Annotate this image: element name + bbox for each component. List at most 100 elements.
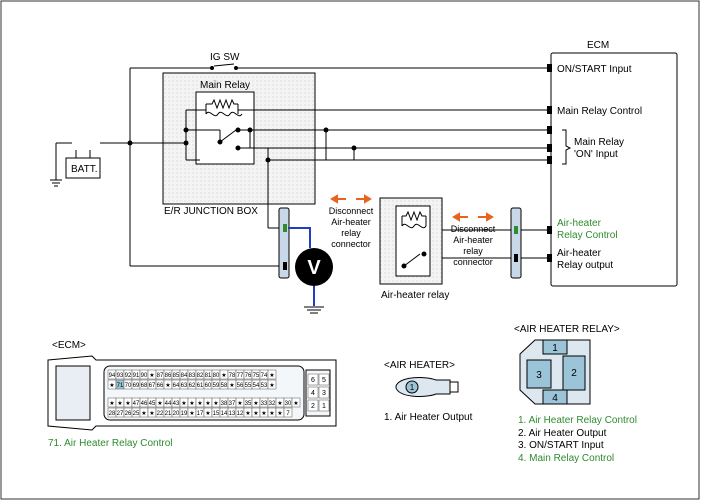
ecm-ah-relay-output-line2: Relay output (557, 260, 613, 271)
air-heater-pin: 1 (410, 383, 415, 392)
ecm-pin-label: 62 (189, 383, 196, 389)
ecm-pin-label: 53 (261, 383, 268, 389)
ecm-pin-cell (283, 407, 293, 418)
ecm-pin-label: 78 (229, 373, 236, 379)
disconnect-right-line4: connector (453, 257, 493, 267)
ecm-pin-label: 55 (245, 383, 252, 389)
ecm-block (550, 52, 678, 287)
ahr-pin-3: 3 (536, 370, 542, 381)
ecm-pin-label: 47 (133, 401, 140, 407)
ecm-pin-label: 27 (117, 411, 124, 417)
ecm-pin-label: 26 (125, 411, 132, 417)
ecm-side-pin-cell (307, 386, 319, 399)
main-relay-on-bracket (562, 129, 572, 165)
battery: BATT. (65, 150, 101, 179)
ecm-pin-label: 15 (213, 411, 220, 417)
air-heater-caption: 1. Air Heater Output (384, 412, 473, 423)
ecm-pin-label: ★ (213, 400, 218, 407)
ecm-pin-label: ★ (261, 410, 266, 417)
ecm-pin-label: 58 (221, 383, 228, 389)
disconnect-left-line1: Disconnect (329, 206, 374, 216)
ecm-ah-relay-output-line1: Air-heater (557, 248, 602, 259)
ecm-pin-label: 33 (261, 401, 268, 407)
right-relay-connector (510, 207, 522, 279)
right-connector-pin-2 (514, 254, 518, 262)
ecm-pin-cell (267, 379, 277, 390)
ecm-pin-label: 38 (221, 401, 228, 407)
ecm-side-pin-label: 2 (311, 403, 315, 410)
disconnect-left-line2: Air-heater (331, 217, 371, 227)
ecm-pin-label: 54 (253, 383, 260, 389)
ecm-pin-label: 77 (237, 373, 244, 379)
ecm-pin-label: 32 (269, 401, 276, 407)
ecm-side-pin-label: 3 (322, 390, 326, 397)
ecm-connector (47, 355, 337, 431)
ecm-pin-label: 43 (173, 401, 180, 407)
disconnect-right-line1: Disconnect (451, 224, 496, 234)
ecm-connector-title: <ECM> (52, 340, 86, 351)
air-heater-connector: 1 (395, 377, 459, 397)
ecm-side-pin-label: 1 (322, 403, 326, 410)
ig-switch: IG SW (210, 52, 240, 70)
disconnect-arrows-right (452, 212, 494, 222)
ecm-pin-label: 68 (141, 383, 148, 389)
ecm-title: ECM (587, 40, 609, 51)
ahr-pin-2: 2 (571, 368, 577, 379)
main-relay-label: Main Relay (200, 80, 250, 91)
ecm-pin-label: 19 (181, 411, 188, 417)
ecm-pin-label: ★ (253, 410, 258, 417)
voltmeter-symbol: V (307, 257, 321, 279)
ecm-pin-label: 59 (213, 383, 220, 389)
ecm-pin-label: 93 (117, 373, 124, 379)
ecm-pin-cell (267, 369, 277, 380)
disconnect-left-line3: relay (341, 228, 361, 238)
ecm-pin-label: 71 (117, 383, 124, 389)
ecm-pin-label: ★ (269, 410, 274, 417)
ecm-pin-label: 20 (173, 411, 180, 417)
ecm-side-pin-label: 6 (311, 377, 315, 384)
ecm-pin-label: ★ (125, 400, 130, 407)
ecm-pin-label: 7 (286, 411, 290, 417)
ecm-pin-label: ★ (277, 410, 282, 417)
air-heater-relay-label: Air-heater relay (381, 290, 449, 301)
ecm-pin-label: ★ (149, 372, 154, 379)
ecm-pin-label: 60 (205, 383, 212, 389)
ecm-pin-label: 25 (133, 411, 140, 417)
right-connector-pin-1 (514, 226, 518, 234)
ecm-side-pin-cell (318, 399, 330, 412)
air-heater-relay-switch (401, 251, 427, 269)
ecm-pin-label: 94 (109, 373, 116, 379)
ahr-legend-1: 1. Air Heater Relay Control (518, 415, 637, 426)
ecm-side-pin-cell (307, 399, 319, 412)
ecm-pin-label: 61 (197, 383, 204, 389)
ecm-pin-label: ★ (165, 382, 170, 389)
ecm-pin-label: 83 (189, 373, 196, 379)
ecm-pin-label: 30 (285, 401, 292, 407)
ecm-pin-label: 66 (157, 383, 164, 389)
ecm-pin-label: 75 (253, 373, 260, 379)
ecm-pin-label: 86 (165, 373, 172, 379)
ecm-pin-label: 44 (165, 401, 172, 407)
ecm-pin-label: 91 (133, 373, 140, 379)
ecm-pin-label: 63 (181, 383, 188, 389)
ecm-pin-label: ★ (149, 410, 154, 417)
ground-icon-voltmeter (304, 306, 324, 314)
ecm-pin-label: ★ (277, 400, 282, 407)
ecm-pin-label: 37 (229, 401, 236, 407)
ecm-pin-label: 87 (157, 373, 164, 379)
ecm-pin-label: ★ (229, 382, 234, 389)
er-junction-box-label: E/R JUNCTION BOX (164, 206, 258, 217)
ecm-pin-label: 46 (141, 401, 148, 407)
ecm-pin-label: ★ (181, 400, 186, 407)
ig-switch-label: IG SW (210, 52, 240, 63)
ecm-side-pin-label: 5 (322, 377, 326, 384)
ecm-side-pin-label: 4 (311, 390, 315, 397)
ahr-legend-4: 4. Main Relay Control (518, 453, 614, 464)
ecm-main-relay-control: Main Relay Control (557, 106, 642, 117)
ecm-on-start-input: ON/START Input (557, 64, 632, 75)
ecm-pin-label: 90 (141, 373, 148, 379)
ecm-pin-label: 17 (197, 411, 204, 417)
